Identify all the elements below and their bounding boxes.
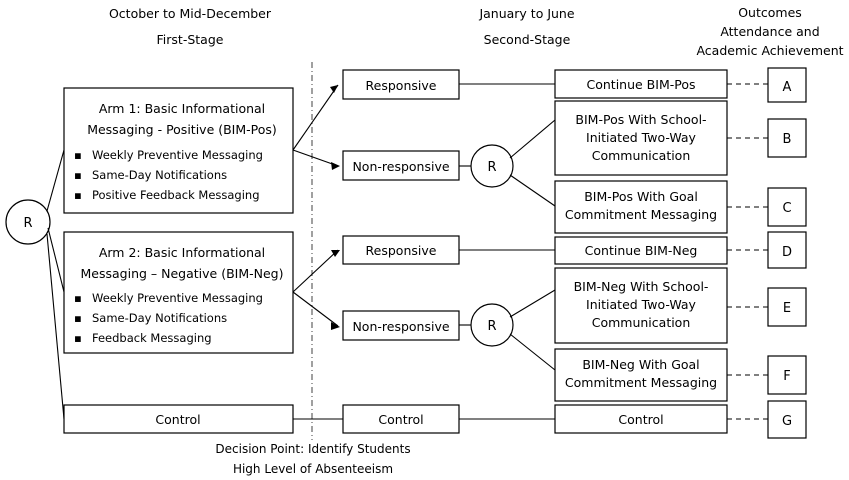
- outcome-box-e[interactable]: [767, 287, 807, 327]
- responsive-pos-box[interactable]: [342, 69, 460, 100]
- arm1-title-line1: Arm 1: Basic Informational: [99, 101, 265, 116]
- second-stage-box-0-line-0: Continue BIM-Pos: [587, 77, 696, 92]
- second-stage-box-4-line-2: Communication: [592, 315, 691, 330]
- outcome-label-a: A: [783, 80, 792, 95]
- second-stage-box-2-line-1: Commitment Messaging: [565, 207, 717, 222]
- arrowhead-arm1-nonresponsive: [331, 162, 340, 170]
- second-stage-neg-randomization-label: R: [487, 319, 496, 334]
- header-stage2-line1: January to June: [478, 6, 574, 21]
- outcome-label-f: F: [783, 369, 790, 384]
- second-stage-box-3[interactable]: [554, 236, 728, 265]
- edge-arm1-to-responsive: [292, 84, 339, 151]
- control-stage1-box[interactable]: [63, 404, 294, 434]
- outcome-label-c: C: [782, 201, 791, 216]
- arrowhead-arm2-responsive: [331, 250, 340, 257]
- responsive-neg-label: Responsive: [366, 243, 437, 258]
- outcome-box-b[interactable]: [767, 118, 807, 158]
- edge-root-to-control: [46, 233, 65, 420]
- arm1-bullet-1: Same-Day Notifications: [92, 168, 227, 182]
- outcome-box-f[interactable]: [767, 355, 807, 395]
- nonresponsive-pos-label: Non-responsive: [352, 159, 449, 174]
- header-stage1-line2: First-Stage: [157, 32, 224, 47]
- arm2-bullet-2: Feedback Messaging: [92, 331, 212, 345]
- edge-arm1-to-nonresponsive: [292, 149, 339, 167]
- second-stage-box-4-line-1: Initiated Two-Way: [586, 297, 697, 312]
- control-stage1-label: Control: [155, 412, 200, 427]
- arrowhead-arm1-responsive: [330, 85, 338, 93]
- second-stage-box-6-line-0: Control: [618, 412, 663, 427]
- edge-root-to-arm1: [46, 149, 65, 212]
- nonresponsive-neg-box[interactable]: [342, 310, 460, 341]
- arm2-bullet-1: Same-Day Notifications: [92, 311, 227, 325]
- edge-r-pos-to-twoway: [509, 119, 556, 159]
- second-stage-box-5-line-1: Commitment Messaging: [565, 375, 717, 390]
- arrowhead-arm2-nonresponsive: [331, 322, 340, 330]
- arm1-title-line2: Messaging - Positive (BIM-Pos): [87, 122, 277, 137]
- arm1-bullet-0: Weekly Preventive Messaging: [92, 148, 263, 162]
- outcome-label-d: D: [782, 245, 792, 260]
- second-stage-neg-randomization-circle: [470, 303, 514, 347]
- outcome-label-b: B: [783, 132, 792, 147]
- arm2-bullet-0: Weekly Preventive Messaging: [92, 291, 263, 305]
- arm2-bullet-dot-0: ▪: [74, 291, 82, 305]
- responsive-pos-label: Responsive: [366, 78, 437, 93]
- second-stage-box-4[interactable]: [554, 267, 728, 344]
- arm1-bullet-2: Positive Feedback Messaging: [92, 188, 260, 202]
- responsive-neg-box[interactable]: [342, 235, 460, 265]
- nonresponsive-neg-label: Non-responsive: [352, 319, 449, 334]
- header-stage2-line2: Second-Stage: [484, 32, 571, 47]
- header-outcomes-line1: Outcomes: [738, 5, 802, 20]
- control-stage2-label: Control: [378, 412, 423, 427]
- header-outcomes-line2: Attendance and: [720, 24, 819, 39]
- second-stage-box-2-line-0: BIM-Pos With Goal: [584, 189, 698, 204]
- second-stage-box-1-line-0: BIM-Pos With School-: [575, 112, 706, 127]
- outcome-box-d[interactable]: [767, 231, 807, 269]
- edge-r-neg-to-twoway: [509, 289, 556, 318]
- second-stage-box-5-line-0: BIM-Neg With Goal: [582, 357, 699, 372]
- second-stage-box-1-line-2: Communication: [592, 148, 691, 163]
- outcome-box-g[interactable]: [767, 400, 807, 439]
- second-stage-box-5[interactable]: [554, 348, 728, 402]
- arm1-bullet-dot-0: ▪: [74, 148, 82, 162]
- arm2-bullet-dot-2: ▪: [74, 331, 82, 345]
- edge-r-pos-to-goal: [509, 174, 556, 207]
- outcome-box-c[interactable]: [767, 187, 807, 227]
- outcome-box-a[interactable]: [767, 67, 807, 103]
- outcome-label-g: G: [782, 414, 792, 429]
- second-stage-pos-randomization-label: R: [487, 160, 496, 175]
- second-stage-box-0[interactable]: [554, 69, 728, 99]
- edge-arm2-to-nonresponsive: [292, 291, 339, 327]
- second-stage-box-4-line-0: BIM-Neg With School-: [574, 279, 709, 294]
- arm2-title-line1: Arm 2: Basic Informational: [99, 245, 265, 260]
- root-randomization-circle: [5, 199, 51, 245]
- footer-line1: Decision Point: Identify Students: [215, 442, 410, 456]
- arm2-title-line2: Messaging – Negative (BIM-Neg): [81, 266, 284, 281]
- arm1-bullet-dot-2: ▪: [74, 188, 82, 202]
- edge-r-neg-to-goal: [509, 333, 556, 371]
- second-stage-box-1-line-1: Initiated Two-Way: [586, 130, 697, 145]
- control-stage2-box[interactable]: [342, 404, 460, 434]
- second-stage-box-3-line-0: Continue BIM-Neg: [585, 243, 698, 258]
- footer-line2: High Level of Absenteeism: [233, 462, 393, 476]
- arm1-bullet-dot-1: ▪: [74, 168, 82, 182]
- second-stage-box-2[interactable]: [554, 180, 728, 234]
- edge-arm2-to-responsive: [292, 249, 339, 293]
- second-stage-pos-randomization-circle: [470, 144, 514, 188]
- root-randomization-label: R: [23, 216, 32, 231]
- header-stage1-line1: October to Mid-December: [109, 6, 272, 21]
- arm2-bullet-dot-1: ▪: [74, 311, 82, 325]
- edge-root-to-arm2: [47, 227, 65, 293]
- outcome-label-e: E: [783, 301, 791, 316]
- nonresponsive-pos-box[interactable]: [342, 150, 460, 181]
- second-stage-box-6[interactable]: [554, 404, 728, 434]
- arm1-box[interactable]: [63, 87, 294, 214]
- header-outcomes-line3: Academic Achievement: [696, 43, 843, 58]
